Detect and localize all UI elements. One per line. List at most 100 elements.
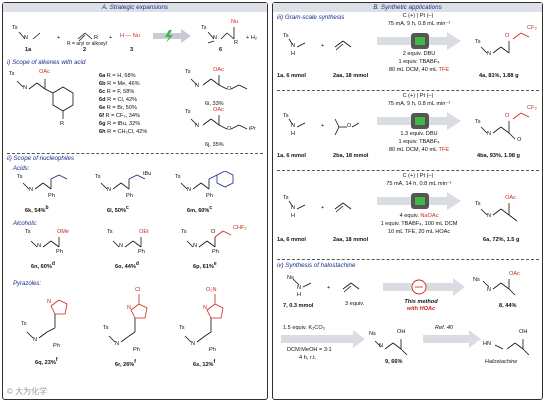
row3-sm1-h: H [291,213,296,219]
pyr-6r-nme: N [115,341,120,347]
halo-sm-h: H [297,292,302,298]
alc-6o-ts: Ts [107,229,113,235]
row2-product: 4ba, 93%, 1.98 g [477,153,520,159]
section-i-title: i) Scope of alkenes with acid [7,59,86,66]
row3-arrow [377,192,461,210]
acid-6k-ts: Ts [17,174,23,180]
halo-plus: + [327,285,331,291]
a-6-nu: Nu [231,19,239,25]
a-2-r: R [94,35,99,41]
halo-prod-label: 8, 44% [499,303,517,309]
alc-6o-yield: 6o, 44%d [115,261,139,270]
row1-sm-bonds [288,38,352,51]
section-b-title: B. Synthetic applications [273,3,542,12]
alk-core-ts: Ts [9,71,15,77]
pyr-6q-ts: Ts [21,321,27,327]
alc-6o-n: N [119,243,124,249]
alk-6i-o: O [227,86,232,92]
acid-6m-yield: 6m, 60%c [187,205,213,214]
right-panel: B. Synthetic applications iii) Gram-scal… [272,2,543,400]
halo-sm-n: N [297,285,302,291]
row2-sm1-n: N [291,123,296,129]
pyrazoles-title: Pyrazoles: [13,281,42,287]
row2-sm-bonds [288,118,360,136]
row2-sm2: 2ba, 18 mmol [333,153,369,159]
row1-plus: + [321,43,325,49]
acid-6l-ts: Ts [95,174,101,180]
alkene-yield-6b: 6b R = Me, 46% [99,81,140,87]
row3-plus: + [321,205,325,211]
halo-method: This method [404,299,438,305]
right-sep-2 [277,170,539,171]
alk-6j-oac: OAc [213,107,224,113]
row3-below-3: 10 mL TFE, 20 mL HOAc [387,229,451,235]
a-hnu: H — Nu [120,33,140,39]
halo-int-n: N [379,343,384,349]
row3-product: 6a, 72%, 1.5 g [483,237,520,243]
halo-prod-oac: OAc [509,271,520,277]
row1-cond2: 75 mA, 9 h, 0.8 mL min⁻¹ [387,21,451,27]
alc-6n-yield: 6n, 60%d [31,261,55,270]
alcohols-title: Alcohols: [13,221,38,227]
row2-product-bonds [480,112,530,140]
row2-sm1-ts: Ts [283,113,289,119]
row3-below-1: 4 equiv. NaOAc [399,213,439,219]
row1-prod-cf3: CF₃ [527,25,537,31]
row1-sm1: 1a, 6 mmol [277,73,306,79]
alcohols-structures [30,230,232,248]
halo-cond2: DCM:MeOH = 3:1 [287,347,332,353]
alc-6n-n: N [37,243,42,249]
watermark: © 大为化学 [7,387,48,396]
alk-6i-oac: OAc [213,67,224,73]
row1-product-bonds [480,32,530,54]
gram-row-3: C (+) | Pt (–) 75 mA, 14 h, 0.8 mL min⁻¹… [273,173,544,257]
row2-prod-o2: O [517,137,522,143]
alk-6j-ipr: iPr [249,126,256,132]
left-separator [7,153,263,154]
pyr-6r-ph: Ph [133,347,140,353]
halo-ref: Ref. 40 [435,325,454,331]
row1-prod-n: N [487,51,492,57]
alc-6n-ph: Ph [56,249,63,255]
left-panel: A. Strategic expansions Ts N 1a + R 2 R … [2,2,268,400]
row2-cond2: 75 mA, 9 h, 0.8 mL min⁻¹ [387,101,451,107]
a-label-1a: 1a [25,47,32,53]
halo-final-label: Halostachine [485,359,518,365]
section-ii-title: ii) Scope of nucleophiles [7,155,75,162]
row3-prod-ts: Ts [475,201,481,207]
section-a-title: A. Strategic expansions [3,3,267,12]
halo-equiv: 3 equiv. [345,301,365,307]
pyr-6s-n: N [203,305,208,311]
alkene-core-structure [16,79,74,119]
pyr-6s-nme: N [191,341,196,347]
section-iv-title: iv) Synthesis of halostachine [277,262,356,269]
right-sep-1 [277,90,539,91]
halostachine-scheme: Ns N H 7, 0.3 mmol + 3 equiv. This metho… [273,271,544,399]
alc-6p-ts: Ts [181,229,187,235]
row2-prod-o: O [505,113,510,119]
alkene-6i-yield: 6i, 33% [205,101,224,107]
pyr-6s-ph: Ph [209,347,216,353]
row2-below-2: 1 equiv. TBABF₄ [398,139,440,145]
acid-6m-n: N [187,187,192,193]
halo-cond1: 1.5 equiv. K₂CO₃ [283,325,325,331]
alk-6i-ts: Ts [185,69,191,75]
scheme-a [18,27,235,44]
gram-row-1: C (+) | Pt (–) 75 mA, 9 h, 0.8 mL min⁻¹ … [273,13,544,87]
pyr-6s-yield: 6s, 12%f [193,359,216,368]
alkene-yield-6h: 6h R = CH₂Cl, 42% [99,129,148,135]
alc-6o-oet: OEt [139,229,149,235]
row2-prod-cf3: CF₃ [527,105,537,111]
alk-6j-n: N [195,123,200,129]
alkene-yield-6g: 6g R = tBu, 32% [99,121,141,127]
row2-below-1: 1.3 equiv. DBU [400,131,438,137]
pyr-6q-nme: N [33,337,38,343]
halo-int-oh: OH [397,329,406,335]
row3-sm1-n: N [291,205,296,211]
acid-6l-n: N [107,187,112,193]
row1-sm1-h: H [291,51,296,57]
row1-arrow [377,32,461,50]
row1-prod-ts: Ts [475,39,481,45]
row2-prod-n: N [487,131,492,137]
halo-final-hn: HN [483,341,492,347]
